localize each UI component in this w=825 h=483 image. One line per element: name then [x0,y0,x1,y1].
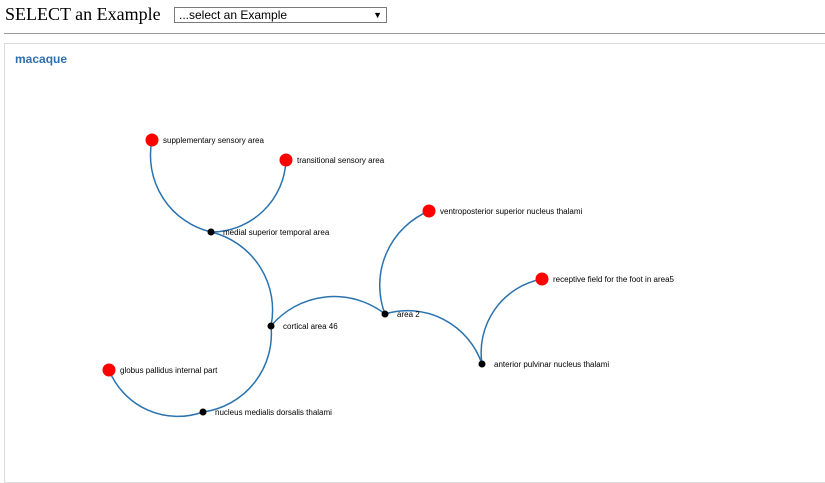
graph-node-area-2[interactable]: area 2 [381,310,421,319]
node-label: cortical area 46 [283,322,338,331]
graph-link [378,210,430,315]
node-label: medial superior temporal area [223,228,330,237]
node-label: area 2 [397,310,420,319]
graph-link [108,369,204,418]
graph-link [202,325,273,413]
leaf-node-dot[interactable] [102,363,116,377]
node-label: globus pallidus internal part [120,366,218,375]
node-label: transitional sensory area [297,156,385,165]
graph-node-nucleus-medialis-dorsalis-thalami[interactable]: nucleus medialis dorsalis thalami [199,408,333,417]
node-label: receptive field for the foot in area5 [553,275,675,284]
graph-node-receptive-field-for-the-foot-in-area5[interactable]: receptive field for the foot in area5 [535,272,675,286]
graph-node-anterior-pulvinar-nucleus-thalami[interactable]: anterior pulvinar nucleus thalami [478,360,610,369]
leaf-node-dot[interactable] [535,272,549,286]
graph-link [149,139,212,233]
node-label: ventroposterior superior nucleus thalami [440,207,583,216]
graph-node-transitional-sensory-area[interactable]: transitional sensory area [279,153,385,167]
example-select[interactable]: ...select an Example ▼ [174,7,387,23]
node-label: supplementary sensory area [163,136,264,145]
graph-link [270,295,386,327]
graph-panel: macaque [4,43,825,483]
panel-title: macaque [15,52,68,66]
tree-graph: supplementary sensory area transitional s… [102,133,675,418]
graph-link [384,309,483,365]
graph-node-cortical-area-46[interactable]: cortical area 46 [267,322,339,331]
leaf-node-dot[interactable] [279,153,293,167]
inner-node-dot[interactable] [207,228,215,236]
graph-link [210,159,287,233]
graph-node-supplementary-sensory-area[interactable]: supplementary sensory area [145,133,265,147]
header-bar: SELECT an Example ...select an Example ▼ [0,0,825,32]
inner-node-dot[interactable] [381,310,389,318]
example-select-value: ...select an Example [179,8,288,22]
graph-node-globus-pallidus-internal-part[interactable]: globus pallidus internal part [102,363,219,377]
chevron-down-icon: ▼ [373,10,382,20]
graph-node-ventroposterior-superior-nucleus-thalami[interactable]: ventroposterior superior nucleus thalami [422,204,583,218]
header-divider [4,33,825,34]
node-label: nucleus medialis dorsalis thalami [215,408,332,417]
page-title: SELECT an Example [5,4,161,24]
inner-node-dot[interactable] [478,360,486,368]
leaf-node-dot[interactable] [145,133,159,147]
inner-node-dot[interactable] [199,408,207,416]
graph-link [210,231,274,327]
inner-node-dot[interactable] [267,322,275,330]
graph-node-medial-superior-temporal-area[interactable]: medial superior temporal area [207,228,330,237]
leaf-node-dot[interactable] [422,204,436,218]
graph-link [480,278,543,365]
node-label: anterior pulvinar nucleus thalami [494,360,609,369]
